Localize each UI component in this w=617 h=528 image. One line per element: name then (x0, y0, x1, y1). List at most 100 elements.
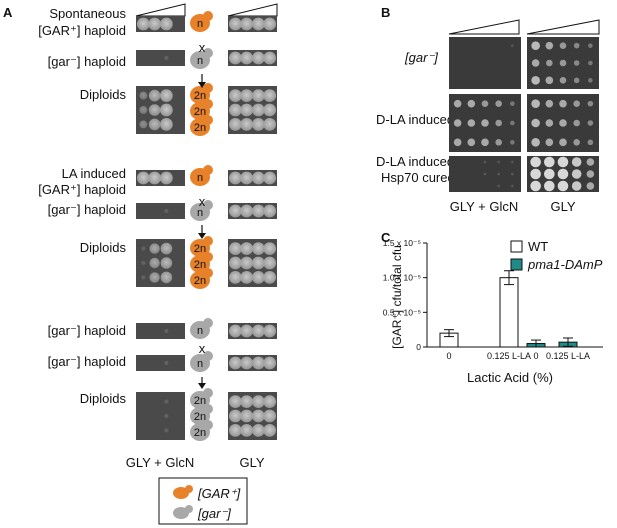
colony-spot (531, 138, 540, 147)
colony-spot (251, 51, 265, 65)
b-media-right-label: GLY (550, 199, 575, 214)
colony-spot (228, 17, 242, 31)
colony-spot (263, 324, 277, 338)
colony-spot (148, 118, 161, 131)
plate-b-gar-minus-gly (527, 37, 599, 89)
colony-spot (139, 106, 148, 114)
colony-spot (251, 204, 265, 218)
a-group2-top-label: LA induced (62, 166, 126, 181)
colony-spot (545, 119, 554, 127)
colony-spot (240, 17, 254, 31)
colony-spot (573, 60, 580, 66)
a-group2-top2-label: [GAR⁺] haploid (38, 182, 126, 197)
colony-spot (263, 89, 277, 102)
b-media-left-label: GLY + GlcN (450, 199, 519, 214)
colony-spot (573, 139, 580, 146)
colony-spot (164, 399, 169, 404)
colony-spot (228, 271, 242, 284)
colony-spot (240, 424, 254, 437)
colony-spot (240, 242, 254, 256)
colony-spot (559, 59, 567, 67)
b-row3-label-line1: D-LA induced (376, 154, 454, 169)
a-group3-bottom-label: Diploids (80, 391, 127, 406)
colony-spot (483, 172, 487, 176)
colony-spot (251, 171, 265, 185)
colony-spot (251, 409, 265, 423)
plate-b-cured-glcn (449, 156, 521, 192)
colony-spot (136, 171, 150, 185)
colony-spot (573, 100, 580, 107)
panel-c-chart: [GAR⁺] cfu/total cfu Lactic Acid (%) WT … (383, 238, 603, 385)
legend-gar-plus-icon (173, 485, 193, 499)
colony-spot (251, 89, 265, 102)
y-tick-label: 0.5 x 10⁻⁵ (383, 307, 421, 317)
colony-spot (164, 55, 169, 61)
colony-spot (159, 89, 173, 102)
panel-a-plates (136, 16, 277, 440)
colony-spot (139, 91, 148, 100)
colony-spot (495, 100, 502, 107)
colony-spot (530, 156, 541, 168)
colony-spot (263, 242, 277, 256)
a-group1-arrow (198, 74, 206, 88)
colony-spot (141, 246, 146, 251)
colony-spot (571, 181, 582, 191)
colony-spot (148, 104, 161, 116)
colony-spot (559, 42, 567, 49)
colony-spot (586, 170, 595, 178)
plate-b-gar-minus-glcn (449, 37, 521, 89)
panel-label-c: C (381, 230, 391, 245)
colony-spot (510, 101, 515, 106)
a-group3-arrow (198, 377, 206, 389)
a-group3-mid-label: [gar⁻] haploid (48, 354, 126, 369)
error-bar (531, 339, 541, 348)
x-tick-label: 0.125 L-LA (546, 351, 590, 361)
colony-spot (228, 256, 242, 270)
panel-label-a: A (3, 5, 13, 20)
x-tick-label: 0 (533, 351, 538, 361)
cell-g2-gar-minus-haploid: n (190, 200, 213, 221)
colony-spot (559, 99, 567, 108)
a-group1-bottom-label: Diploids (80, 87, 127, 102)
y-tick-label: 1.0 x 10⁻⁵ (383, 273, 421, 283)
colony-spot (531, 99, 540, 108)
colony-spot (588, 60, 593, 66)
colony-spot (545, 76, 554, 85)
cell-ploidy-label: 2n (194, 275, 206, 287)
colony-spot (240, 51, 254, 65)
colony-spot (164, 413, 169, 419)
colony-spot (228, 324, 242, 338)
a-media-left-label: GLY + GlcN (126, 455, 195, 470)
colony-spot (263, 256, 277, 270)
colony-spot (587, 139, 594, 146)
plate-g3-dip-gly (228, 392, 277, 440)
legend-wt-label: WT (528, 239, 548, 254)
plate-g3-top-gly (228, 323, 277, 339)
plate-g2-top-glcn (136, 170, 185, 186)
b-row3-label-line2: Hsp70 cured (381, 170, 455, 185)
colony-spot (481, 119, 489, 127)
a-group2-bottom-label: Diploids (80, 240, 127, 255)
colony-spot (573, 42, 580, 49)
colony-spot (559, 119, 567, 127)
cell-ploidy-label: n (197, 325, 203, 337)
colony-spot (530, 168, 541, 180)
colony-spot (544, 156, 555, 168)
plate-g1-dip-glcn (136, 86, 185, 134)
colony-spot (263, 103, 277, 117)
chart-legend: WT pma1-DAmP (510, 239, 603, 272)
colony-spot (251, 395, 265, 408)
dilution-wedge-b-right (526, 19, 600, 35)
colony-spot (559, 138, 567, 147)
colony-spot (571, 169, 582, 179)
plate-g1-top-gly (228, 16, 277, 32)
a-group2-arrow (198, 225, 206, 239)
colony-spot (240, 204, 254, 218)
colony-spot (159, 171, 173, 185)
colony-spot (497, 160, 500, 164)
colony-spot (160, 242, 173, 255)
legend-wt-swatch (510, 240, 523, 253)
colony-spot (531, 76, 540, 85)
